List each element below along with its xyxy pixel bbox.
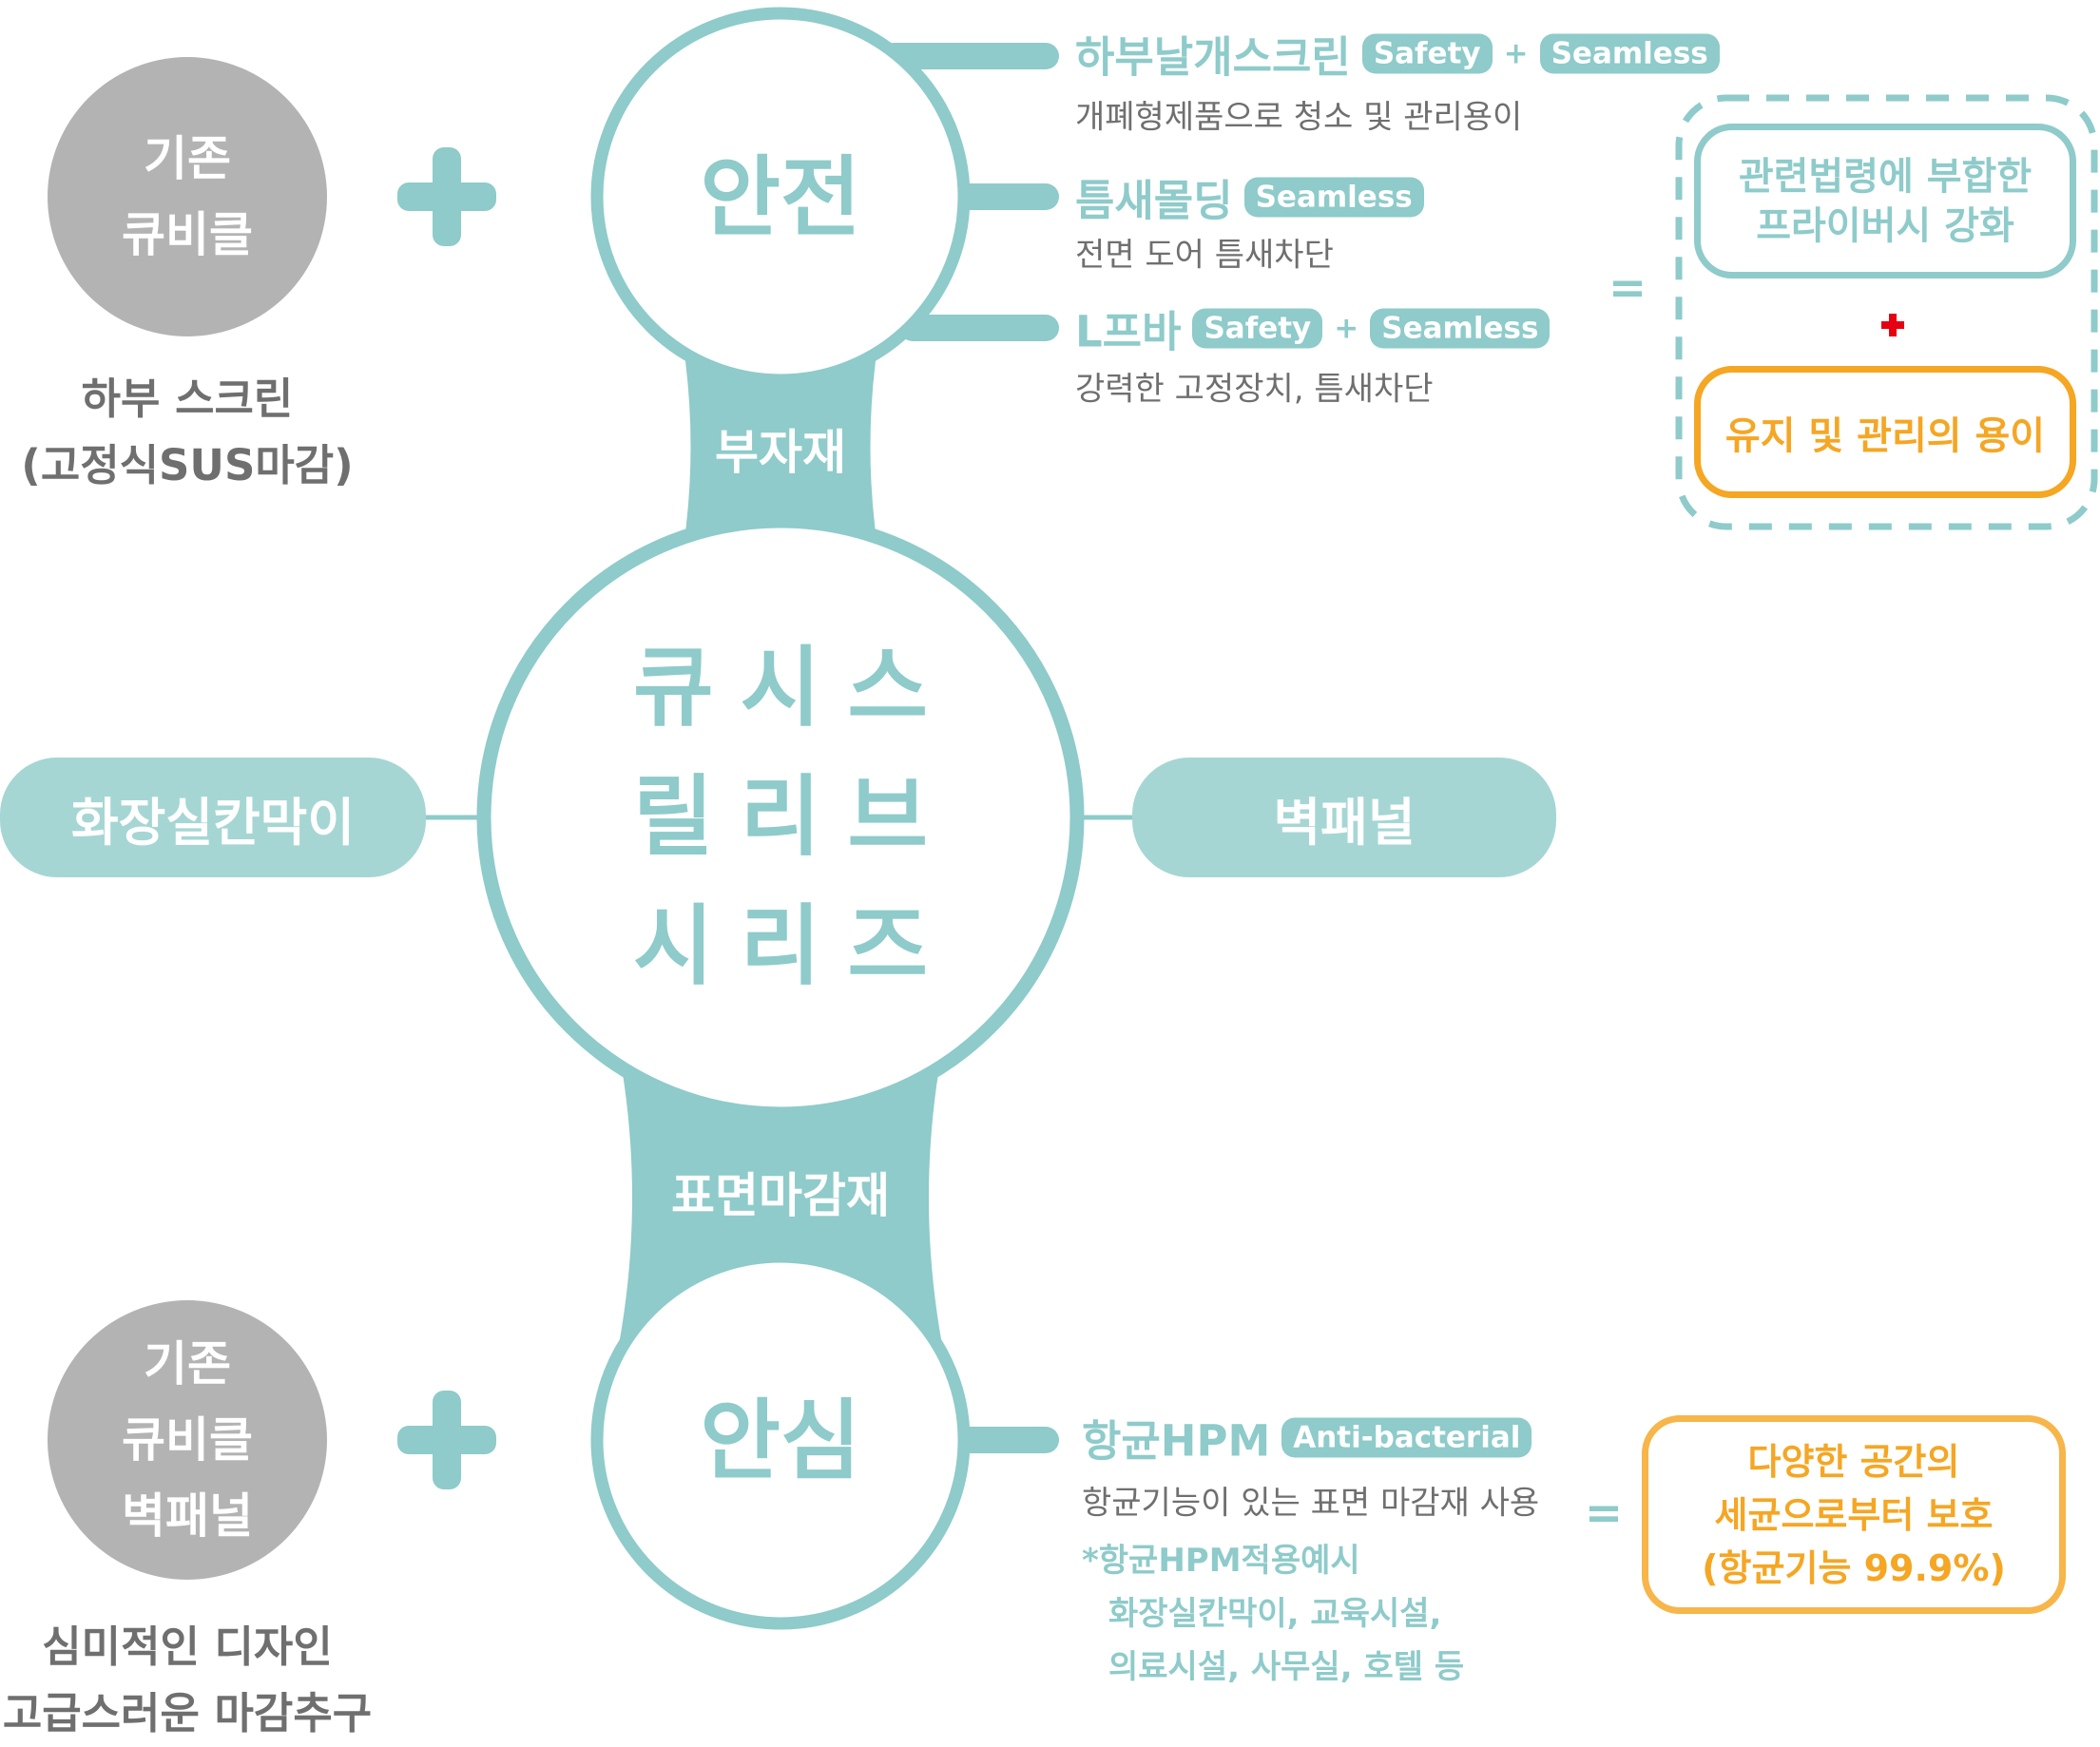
top-left-caption: 하부 스크린 (고정식SUS마감) <box>21 374 354 490</box>
center-circle <box>476 513 1085 1122</box>
relief-title: 안심 <box>700 1390 861 1492</box>
equals-sign-2: = <box>1584 1487 1624 1540</box>
safety-title: 안전 <box>700 146 861 249</box>
safety-item-3: L프바 Safety + Seamless <box>1075 298 1551 359</box>
safety-item-2-desc: 전면 도어 틈새차단 <box>1075 236 1334 275</box>
relief-circle <box>590 1250 971 1630</box>
grey-circle-bottom <box>48 1300 327 1580</box>
pill-wall-panel: 벽패널 <box>1132 758 1556 877</box>
hpm-item: 항균HPM Anti-bacterial <box>1082 1407 1532 1469</box>
safety-item-1: 하부날개스크린 Safety + Seamless <box>1075 23 1720 85</box>
grey-circle-bottom-text: 기존 큐비클 벽패널 <box>122 1336 253 1544</box>
tag-safety: Safety <box>1192 308 1323 348</box>
tag-anti-bacterial: Anti-bacterial <box>1281 1417 1532 1457</box>
protection-box: 다양한 공간의 세균으로부터 보호 (항균기능 99.9%) <box>1642 1415 2066 1614</box>
red-plus-icon <box>1881 314 1904 336</box>
connector-top <box>680 323 881 570</box>
safety-item-2: 틈새몰딩 Seamless <box>1075 166 1424 228</box>
tag-safety: Safety <box>1361 33 1493 73</box>
grey-circle-top <box>48 57 327 336</box>
hpm-note: *항균HPM적용예시 화장실칸막이, 교육시설, 의료시설, 사무실, 호텔 등 <box>1082 1542 1465 1686</box>
dashed-group-box <box>1675 94 2098 530</box>
tag-seamless: Seamless <box>1539 33 1720 73</box>
equals-sign: = <box>1608 261 1647 315</box>
tag-seamless: Seamless <box>1370 308 1551 348</box>
pill-partition: 화장실칸막이 <box>0 758 426 877</box>
safety-item-1-desc: 개폐형제품으로 청소 및 관리용이 <box>1075 98 1523 137</box>
series-title: 큐시스 릴리브 시리즈 <box>633 637 954 997</box>
safety-item-3-desc: 강력한 고정장치, 틈새차단 <box>1075 370 1434 409</box>
hpm-desc: 항균기능이 있는 표면 마감재 사용 <box>1082 1484 1540 1523</box>
maintenance-box: 유지 및 관리의 용이 <box>1694 366 2076 498</box>
connector-top-label: 부자재 <box>715 425 846 480</box>
tag-seamless: Seamless <box>1243 177 1424 217</box>
grey-circle-top-text: 기존 큐비클 <box>122 131 253 262</box>
safety-circle <box>590 7 971 387</box>
bottom-left-caption: 심미적인 디자인 고급스러운 마감추구 <box>2 1622 373 1738</box>
connector-bottom-label: 표면마감재 <box>671 1168 890 1223</box>
